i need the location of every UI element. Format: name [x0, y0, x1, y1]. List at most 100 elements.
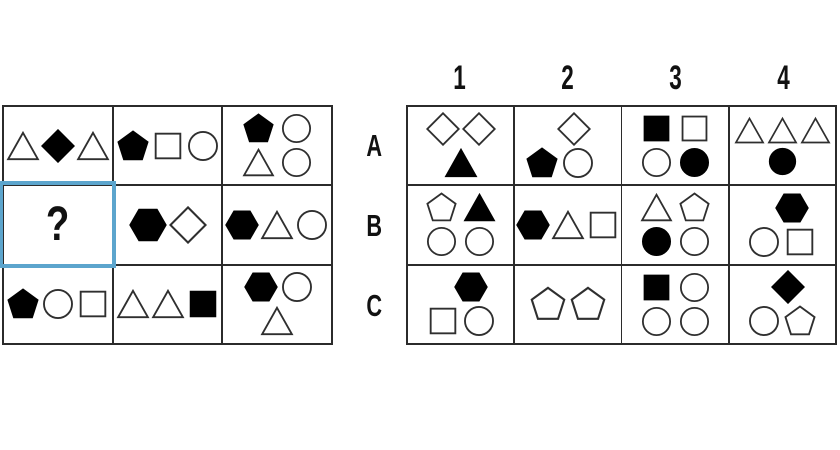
- row-label-A: A: [352, 105, 396, 185]
- shape-row: [6, 128, 110, 163]
- column-header-4: 4: [729, 56, 837, 100]
- shape-row: [640, 146, 711, 179]
- pentagon-filled-shape: [243, 113, 274, 143]
- circle-filled-shape: [768, 147, 797, 175]
- shape-row: [242, 112, 313, 145]
- shape-row: [775, 191, 810, 225]
- pentagon-filled-shape: [116, 129, 149, 160]
- column-header-2: 2: [514, 56, 622, 100]
- shape-row: [771, 270, 806, 305]
- hexagon-filled-shape: [516, 210, 550, 240]
- circle-outline-shape: [297, 210, 328, 240]
- shape-row: [426, 304, 496, 338]
- circle-outline-shape: [463, 306, 494, 337]
- column-header-label: 4: [776, 59, 790, 97]
- shape-row: [128, 205, 207, 244]
- shape-row: [767, 146, 798, 177]
- circle-outline-shape: [679, 272, 709, 302]
- circle-outline-shape: [187, 130, 218, 161]
- pentagon-filled-shape: [7, 288, 39, 319]
- shape-row: [242, 146, 313, 179]
- answer-cell-C2[interactable]: [515, 265, 621, 344]
- circle-outline-shape: [749, 306, 780, 337]
- hexagon-filled-shape: [244, 272, 279, 302]
- puzzle-grid: ?: [2, 105, 333, 345]
- answer-cell-B3[interactable]: [622, 186, 728, 264]
- puzzle-cell-r1c3: [223, 106, 332, 185]
- diamond-filled-shape: [771, 270, 806, 305]
- shape-row: [260, 304, 294, 338]
- square-filled-shape: [643, 115, 670, 142]
- triangle-outline-shape: [551, 209, 585, 240]
- shape-row: [734, 115, 831, 146]
- answer-cell-A1[interactable]: [407, 106, 514, 185]
- shape-row: [640, 305, 711, 338]
- shape-row: [116, 287, 220, 321]
- shape-row: [529, 285, 607, 323]
- triangle-outline-shape: [76, 130, 110, 160]
- puzzle-cell-r3c3: [223, 265, 332, 344]
- square-outline-shape: [681, 115, 708, 142]
- circle-outline-shape: [641, 306, 671, 336]
- answer-cell-A2[interactable]: [515, 106, 621, 185]
- answer-cell-A4[interactable]: [729, 106, 836, 185]
- circle-outline-shape: [282, 272, 313, 303]
- row-label-text: B: [366, 207, 382, 243]
- square-outline-shape: [787, 228, 814, 256]
- triangle-outline-shape: [151, 289, 184, 319]
- shape-row: [116, 129, 220, 163]
- answer-cell-B2[interactable]: [515, 186, 621, 264]
- diamond-filled-shape: [40, 128, 75, 163]
- shape-row: [225, 208, 329, 242]
- triangle-outline-shape: [260, 209, 294, 240]
- circle-outline-shape: [562, 147, 593, 178]
- shape-row: [640, 191, 711, 224]
- answer-cell-A3[interactable]: [622, 106, 728, 185]
- circle-filled-shape: [679, 148, 709, 178]
- answer-cell-C3[interactable]: [622, 265, 728, 344]
- pentagon-outline-shape: [678, 192, 710, 222]
- answer-cell-C1[interactable]: [407, 265, 514, 344]
- shape-row: [525, 146, 595, 180]
- shape-row: [453, 270, 488, 304]
- hexagon-filled-shape: [225, 210, 260, 240]
- row-label-text: C: [366, 287, 382, 323]
- puzzle-cell-r2c1: ?: [3, 186, 112, 264]
- puzzle-cell-r3c2: [113, 265, 222, 344]
- puzzle-cell-r2c2: [113, 186, 222, 264]
- square-filled-shape: [189, 291, 216, 318]
- triangle-outline-shape: [116, 289, 149, 319]
- square-filled-shape: [643, 274, 670, 301]
- square-outline-shape: [154, 132, 181, 159]
- shape-row: [244, 270, 314, 304]
- square-outline-shape: [429, 308, 456, 335]
- circle-outline-shape: [749, 227, 780, 257]
- triangle-filled-shape: [463, 193, 496, 222]
- triangle-outline-shape: [260, 306, 294, 336]
- circle-outline-shape: [679, 306, 709, 336]
- diamond-outline-shape: [425, 111, 460, 146]
- row-label-B: B: [352, 185, 396, 265]
- column-header-label: 1: [453, 59, 467, 97]
- shape-row: [556, 111, 591, 146]
- answer-cell-B1[interactable]: [407, 186, 514, 264]
- answer-cell-C4[interactable]: [729, 265, 836, 344]
- question-mark: ?: [46, 197, 70, 251]
- pentagon-filled-shape: [526, 146, 558, 177]
- circle-outline-shape: [42, 289, 73, 320]
- answer-cell-B4[interactable]: [729, 186, 836, 264]
- shape-row: [640, 112, 711, 145]
- puzzle-cell-r2c3: [223, 186, 332, 264]
- shape-row: [425, 111, 496, 146]
- column-header-3: 3: [622, 56, 730, 100]
- diamond-outline-shape: [556, 111, 591, 146]
- square-outline-shape: [79, 291, 107, 318]
- puzzle-cell-r1c1: [3, 106, 112, 185]
- shape-row: [640, 271, 711, 304]
- hexagon-filled-shape: [453, 272, 488, 302]
- pentagon-outline-shape: [784, 305, 817, 336]
- circle-outline-shape: [641, 148, 671, 178]
